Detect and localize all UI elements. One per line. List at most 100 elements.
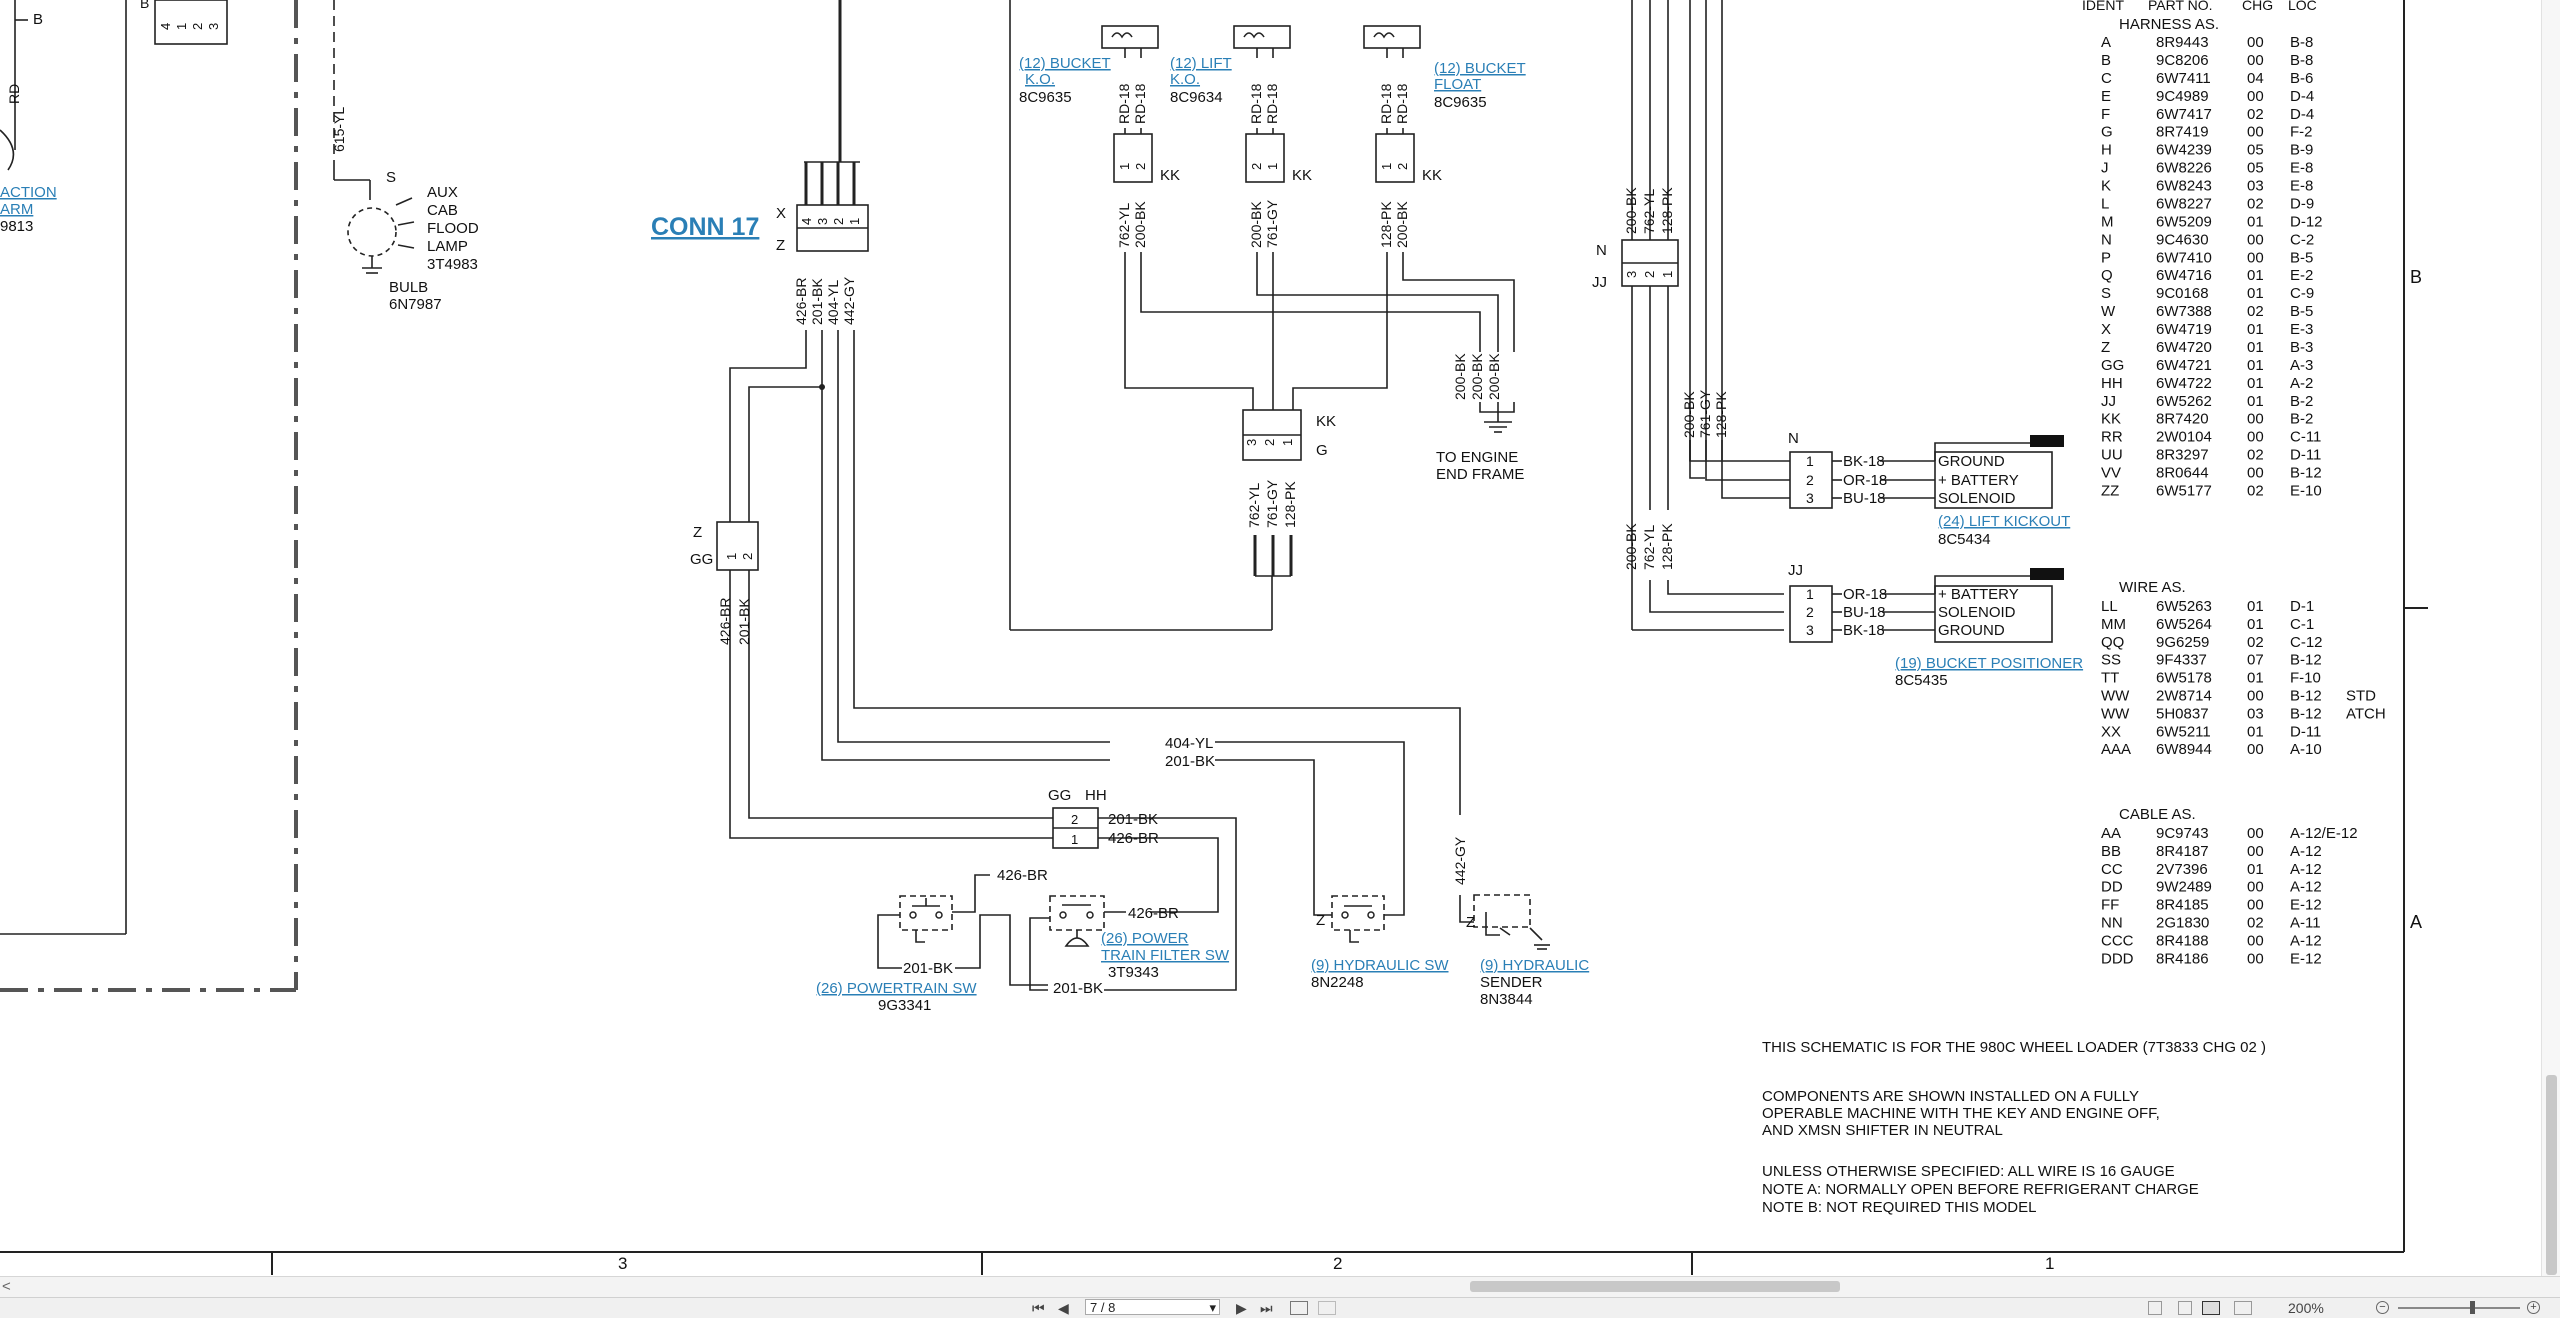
bucket-float-link-line2[interactable]: FLOAT: [1434, 76, 1481, 93]
action-arm-part: 9813: [0, 218, 33, 235]
gg-label: GG: [690, 551, 713, 568]
powertrain-sw-link[interactable]: (26) POWERTRAIN SW: [816, 980, 977, 997]
vertical-scroll-thumb[interactable]: [2546, 1075, 2557, 1275]
filter-sw-link-line1[interactable]: (26) POWER: [1101, 930, 1189, 947]
svg-text:RD-18: RD-18: [1264, 83, 1280, 124]
zoom-in-icon[interactable]: +: [2527, 1301, 2540, 1314]
lift-ko-link-line2[interactable]: K.O.: [1170, 71, 1200, 88]
lift-kickout-link[interactable]: (24) LIFT KICKOUT: [1938, 513, 2070, 530]
table-cell: 8R4186: [2156, 950, 2209, 967]
last-page-icon[interactable]: ⏭: [1260, 1300, 1273, 1316]
filter-sw-part: 3T9343: [1108, 964, 1159, 981]
svg-text:200-BK: 200-BK: [1248, 201, 1264, 248]
gg-hh-wire1: 201-BK: [1108, 811, 1158, 828]
hydraulic-sw-z-label: Z: [1316, 912, 1325, 929]
zoom-slider-track[interactable]: [2398, 1307, 2520, 1309]
svg-text:1: 1: [1280, 439, 1295, 446]
filter-sw-link-line2[interactable]: TRAIN FILTER SW: [1101, 947, 1230, 964]
continuous-view-icon[interactable]: [2178, 1301, 2192, 1315]
two-page-continuous-icon[interactable]: [2234, 1301, 2252, 1315]
table-cell: LL: [2101, 598, 2118, 615]
table-cell: 6W7411: [2156, 70, 2211, 87]
svg-text:2: 2: [1262, 439, 1277, 446]
lift-ko-link-line1[interactable]: (12) LIFT: [1170, 55, 1232, 72]
bulb-part: 6N7987: [389, 296, 442, 313]
conn17-link[interactable]: CONN 17: [651, 213, 759, 241]
note-3: OPERABLE MACHINE WITH THE KEY AND ENGINE…: [1762, 1105, 2160, 1122]
table-cell: 00: [2247, 741, 2264, 758]
zoom-out-icon[interactable]: −: [2376, 1301, 2389, 1314]
page-number-input[interactable]: 7 / 8▾: [1085, 1299, 1220, 1315]
table-cell: B-3: [2290, 339, 2313, 356]
bucket-float-link-line1[interactable]: (12) BUCKET: [1434, 60, 1526, 77]
bucket-positioner-func-labels: + BATTERY SOLENOID GROUND: [1938, 586, 2019, 639]
sender-link-line1[interactable]: (9) HYDRAULIC: [1480, 957, 1589, 974]
powertrain-sw-symbol: [877, 874, 1048, 986]
kk-label-2: KK: [1292, 167, 1312, 184]
lift-ko-part: 8C9634: [1170, 89, 1223, 106]
table-cell: E-12: [2290, 897, 2322, 914]
table-cell: TT: [2101, 670, 2119, 687]
aux-lamp-line2: CAB: [427, 202, 458, 219]
gg-hh-pin2: 2: [1071, 812, 1078, 827]
horizontal-scroll-thumb[interactable]: [1470, 1281, 1840, 1292]
bucket-ko-link-line1[interactable]: (12) BUCKET: [1019, 55, 1111, 72]
bucket-float-part: 8C9635: [1434, 94, 1487, 111]
zoom-slider-knob[interactable]: [2470, 1301, 2475, 1314]
svg-text:3: 3: [1244, 439, 1259, 446]
table-cell: 6W4716: [2156, 267, 2212, 284]
action-arm-link-line2[interactable]: ARM: [0, 201, 33, 218]
table-cell: Z: [2101, 339, 2110, 356]
action-arm-link-line1[interactable]: ACTION: [0, 184, 57, 201]
table-cell: 2W8714: [2156, 688, 2212, 705]
table-cell: 00: [2247, 688, 2264, 705]
svg-text:404-YL: 404-YL: [825, 280, 841, 325]
table-cell: MM: [2101, 616, 2126, 633]
svg-text:1: 1: [847, 218, 862, 225]
n-conn-pins: 3 2 1: [1624, 271, 1675, 278]
table-cell: STD: [2346, 688, 2376, 705]
page-dropdown-icon[interactable]: ▾: [1209, 1300, 1216, 1315]
viewer-status-bar: ⏮ ◀ 7 / 8▾ ▶ ⏭ 200% − +: [0, 1297, 2560, 1318]
table-cell: C-1: [2290, 616, 2314, 633]
table-cell: H: [2101, 142, 2112, 159]
fit-page-icon[interactable]: [1290, 1301, 1308, 1315]
table-cell: 02: [2247, 447, 2264, 464]
table-cell: B-2: [2290, 411, 2313, 428]
next-page-icon[interactable]: ▶: [1236, 1300, 1247, 1316]
table-cell: 5H0837: [2156, 705, 2209, 722]
horizontal-scrollbar[interactable]: <: [0, 1276, 2560, 1297]
vertical-scrollbar[interactable]: [2541, 0, 2560, 1276]
table-cell: A-3: [2290, 357, 2313, 374]
svg-text:RD-18: RD-18: [1132, 83, 1148, 124]
table-cell: 07: [2247, 652, 2264, 669]
table-cell: NN: [2101, 915, 2123, 932]
prev-page-icon[interactable]: ◀: [1058, 1300, 1069, 1316]
svg-text:BU-18: BU-18: [1843, 490, 1886, 507]
bucket-positioner-link[interactable]: (19) BUCKET POSITIONER: [1895, 655, 2083, 672]
table-cell: A-12/E-12: [2290, 825, 2358, 842]
table-cell: B-9: [2290, 142, 2313, 159]
gg-pin-2: 2: [740, 553, 755, 560]
table-cell: 04: [2247, 70, 2264, 87]
table-cell: D-12: [2290, 213, 2323, 230]
lift-kickout-wire-labels: BK-18 OR-18 BU-18: [1843, 453, 1887, 507]
scroll-left-arrow-icon[interactable]: <: [2, 1278, 11, 1295]
aux-lamp: [333, 0, 415, 274]
single-page-view-icon[interactable]: [2148, 1301, 2162, 1315]
fit-width-icon[interactable]: [1318, 1301, 1336, 1315]
svg-text:761-GY: 761-GY: [1264, 479, 1280, 528]
table-cell: 2V7396: [2156, 861, 2208, 878]
filter-sw-symbol: [1029, 895, 1126, 991]
bucket-ko-link-line2[interactable]: K.O.: [1025, 71, 1055, 88]
table-cell: ZZ: [2101, 483, 2119, 500]
first-page-icon[interactable]: ⏮: [1032, 1300, 1045, 1316]
hydraulic-sw-link[interactable]: (9) HYDRAULIC SW: [1311, 957, 1449, 974]
table-cell: 2G1830: [2156, 915, 2209, 932]
two-page-view-icon[interactable]: [2202, 1301, 2220, 1315]
table-cell: 6W4722: [2156, 375, 2212, 392]
table-cell: 9C4989: [2156, 88, 2209, 105]
table-cell: 02: [2247, 634, 2264, 651]
table-cell: 8R0644: [2156, 465, 2209, 482]
